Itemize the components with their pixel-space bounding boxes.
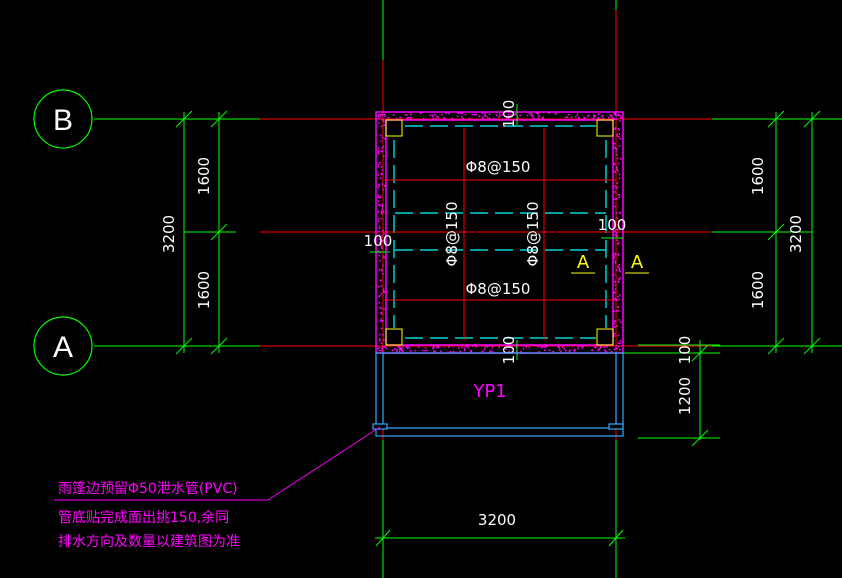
wall-hatch (377, 112, 622, 353)
canopy-outline (372, 352, 624, 437)
axis-bubble-b: B (33, 89, 93, 149)
axis-label-a: A (53, 331, 73, 364)
dim-left-upper: 1600 (195, 157, 213, 195)
dim-right-total: 3200 (787, 215, 805, 253)
dim-canopy-gap: 100 (676, 336, 694, 365)
dim-right-upper: 1600 (749, 157, 767, 195)
bottom-dimension (375, 529, 625, 547)
corner-columns (385, 119, 614, 346)
dim-bottom-width: 3200 (478, 511, 516, 529)
dim-right-wall: 100 (598, 216, 627, 234)
dim-left-wall: 100 (364, 232, 393, 250)
rebar-grid (384, 128, 616, 340)
left-dimension (175, 110, 236, 355)
note-line-3: 排水方向及数量以建筑图为准 (58, 534, 240, 550)
dim-left-total: 3200 (160, 215, 178, 253)
rebar-label-top: Φ8@150 (466, 158, 531, 176)
rebar-label-vert-left: Φ8@150 (443, 202, 461, 267)
note-line-1: 雨篷边预留Φ50泄水管(PVC) (58, 481, 238, 497)
right-dimension (712, 110, 821, 355)
section-mark-outer: A (625, 252, 649, 274)
rebar-label-vert-right: Φ8@150 (524, 202, 542, 267)
dim-left-lower: 1600 (195, 271, 213, 309)
dim-bottom-wall: 100 (500, 336, 518, 365)
canopy-dimension (623, 340, 720, 447)
note-leader (54, 426, 381, 501)
svg-text:A: A (631, 252, 644, 273)
wall-thickness-dims (370, 104, 623, 360)
canopy-label: YP1 (472, 381, 506, 402)
note-line-2: 管底贴完成面出挑150,余同 (58, 509, 229, 526)
dim-canopy-depth: 1200 (676, 377, 694, 415)
axis-bubble-a: A (33, 316, 93, 376)
dim-right-lower: 1600 (749, 271, 767, 309)
dim-top-wall: 100 (500, 100, 518, 129)
axis-label-b: B (53, 104, 73, 137)
section-mark-inner: A (571, 252, 595, 274)
dashed-frame (393, 125, 607, 339)
svg-text:A: A (577, 252, 590, 273)
rebar-label-bottom: Φ8@150 (466, 280, 531, 298)
